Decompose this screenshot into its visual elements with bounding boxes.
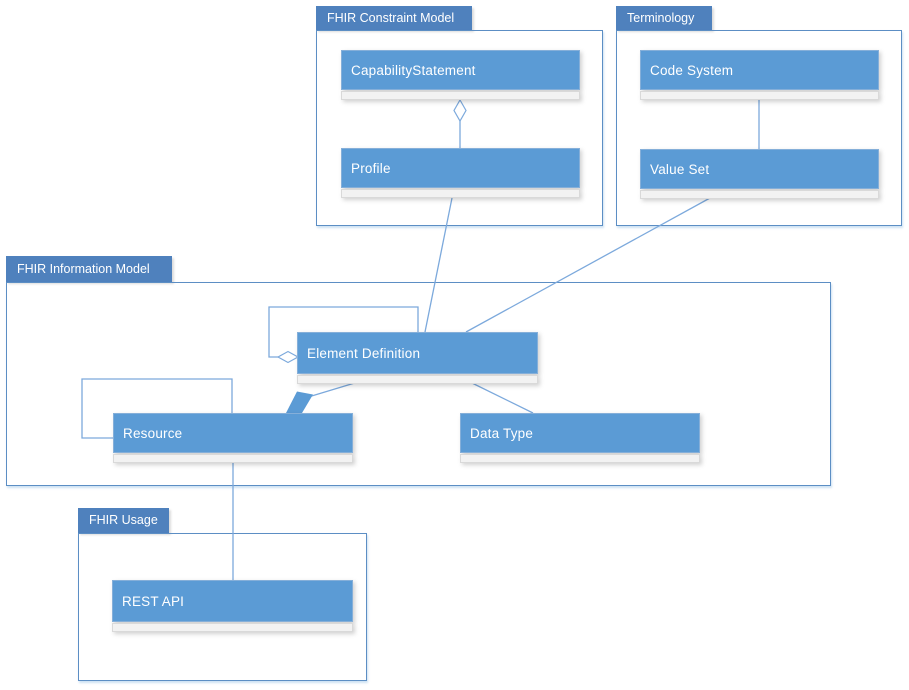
class-elementdefinition-compartment	[297, 375, 538, 384]
class-codesystem: Code System	[640, 50, 879, 100]
connector-valueset-elementdefinition	[465, 197, 711, 333]
class-datatype-compartment	[460, 454, 700, 463]
class-codesystem-compartment	[640, 91, 879, 100]
class-elementdefinition-label: Element Definition	[297, 332, 538, 374]
class-capabilitystatement: CapabilityStatement	[341, 50, 580, 100]
class-valueset-compartment	[640, 190, 879, 199]
connector-resource-self-loop	[81, 378, 233, 439]
package-body-fhir-information-model	[6, 282, 831, 486]
package-tab-terminology: Terminology	[616, 6, 712, 30]
class-resource-label: Resource	[113, 413, 353, 453]
class-restapi: REST API	[112, 580, 353, 632]
package-tab-fhir-constraint-model: FHIR Constraint Model	[316, 6, 472, 30]
class-profile: Profile	[341, 148, 580, 198]
connector-elementdefinition-self-loop	[268, 306, 419, 358]
class-resource-compartment	[113, 454, 353, 463]
connector-elementdefinition-resource	[304, 381, 359, 399]
connector-elementdefinition-datatype	[471, 382, 534, 414]
class-profile-compartment	[341, 189, 580, 198]
class-profile-label: Profile	[341, 148, 580, 188]
class-restapi-label: REST API	[112, 580, 353, 622]
class-codesystem-label: Code System	[640, 50, 879, 90]
class-capabilitystatement-compartment	[341, 91, 580, 100]
aggregation-open-diamond-elementdefinition	[276, 350, 300, 364]
package-body-terminology	[616, 30, 902, 226]
class-valueset: Value Set	[640, 149, 879, 199]
class-elementdefinition: Element Definition	[297, 332, 538, 384]
class-restapi-compartment	[112, 623, 353, 632]
class-capabilitystatement-label: CapabilityStatement	[341, 50, 580, 90]
class-datatype: Data Type	[460, 413, 700, 463]
package-body-fhir-usage	[78, 533, 367, 681]
aggregation-open-diamond-capabilitystatement	[453, 98, 467, 123]
class-resource: Resource	[113, 413, 353, 463]
composition-filled-diamond-resource	[286, 391, 313, 413]
connector-profile-elementdefinition	[424, 197, 453, 333]
package-body-fhir-constraint-model	[316, 30, 603, 226]
class-datatype-label: Data Type	[460, 413, 700, 453]
package-tab-fhir-usage: FHIR Usage	[78, 508, 169, 533]
package-tab-fhir-information-model: FHIR Information Model	[6, 256, 172, 282]
class-valueset-label: Value Set	[640, 149, 879, 189]
